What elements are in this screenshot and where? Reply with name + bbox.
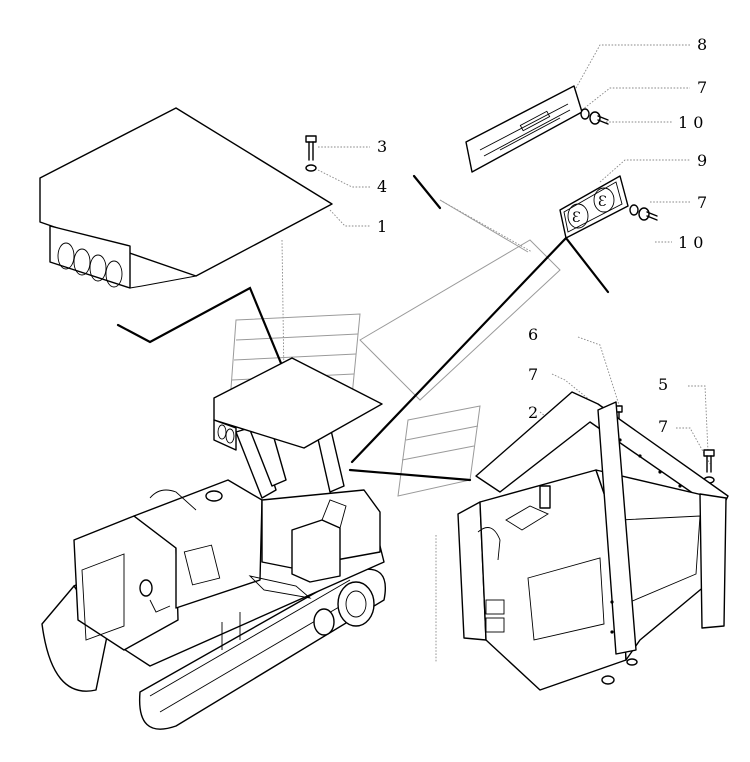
bolt-10b [629,204,658,221]
decal-plate-8 [465,85,583,173]
assembly-lines [116,174,610,482]
callout-labels: 8 7 1 0 9 7 1 0 3 4 1 6 7 2 5 7 [377,35,707,436]
callout-9: 9 [697,151,707,170]
callout-2: 2 [528,403,538,422]
callout-7b: 7 [697,193,707,212]
crawler-machine [41,357,386,730]
leader-lines [281,44,711,662]
callout-7c: 7 [528,365,538,384]
callout-1: 1 [377,217,387,236]
callout-8: 8 [697,35,707,54]
callout-7d: 7 [658,417,668,436]
callout-10a: 1 0 [678,113,703,132]
callout-6: 6 [528,325,538,344]
callout-7a: 7 [697,78,707,97]
callout-3: 3 [377,137,387,156]
bolt-10a [580,108,609,125]
bolt-5 [703,449,715,484]
emblem-glyph-left: Ɛ [572,210,581,226]
rops-frame-2 [457,391,729,691]
roof-panel-1 [39,107,333,289]
bolt-3 [305,135,317,172]
callout-4: 4 [377,177,387,196]
callout-5: 5 [658,375,668,394]
emblem-plate-9: Ɛ Ɛ [559,175,629,239]
emblem-glyph-right: Ɛ [598,194,607,210]
callout-10b: 1 0 [678,233,703,252]
